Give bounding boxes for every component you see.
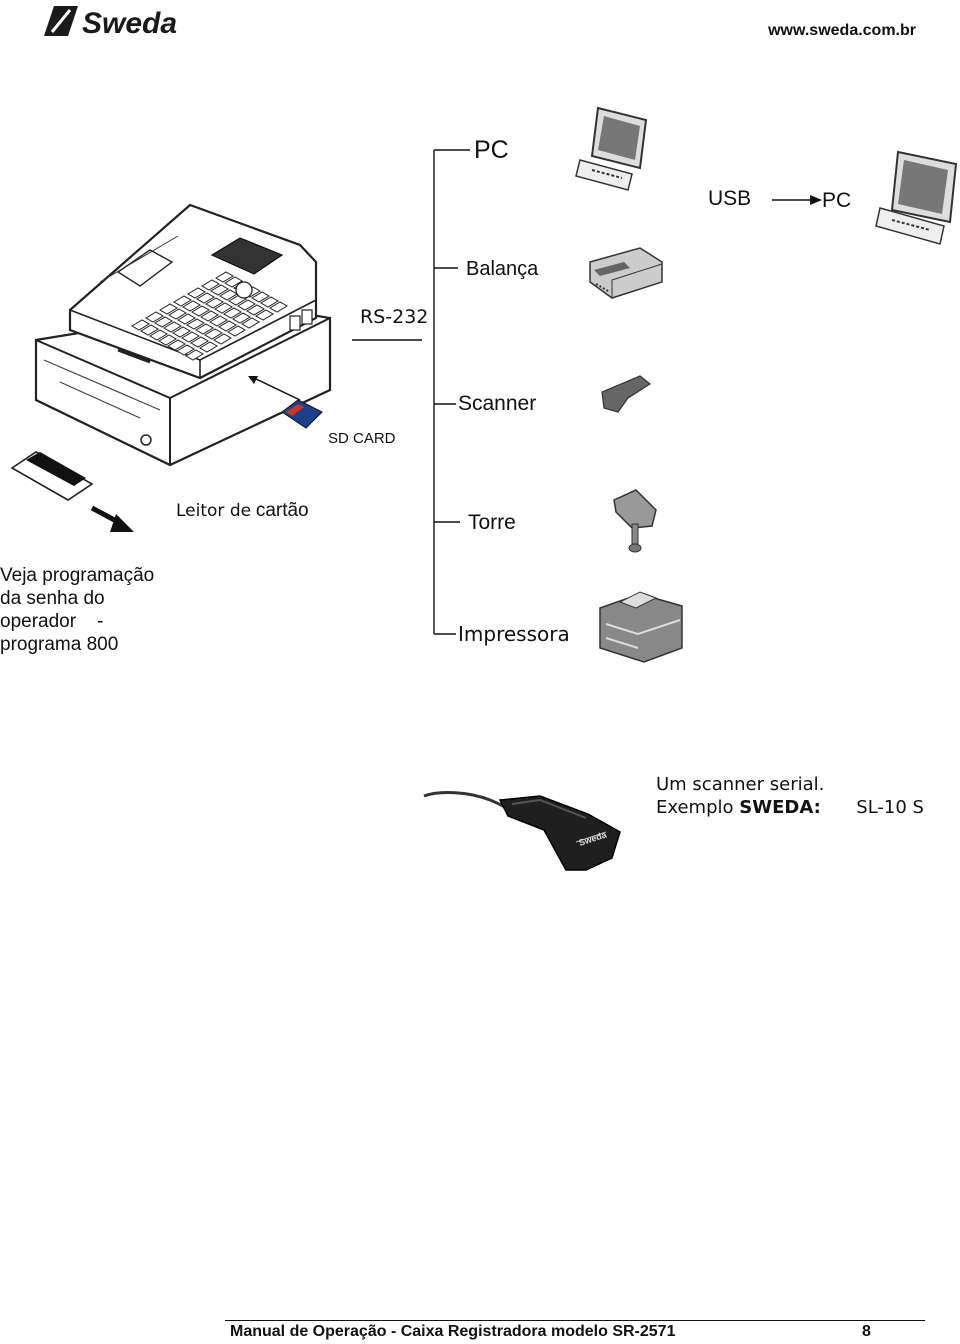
- card-reader-suffix: cartão: [255, 500, 309, 521]
- page-number: 8: [862, 1323, 871, 1340]
- card-reader-prefix: Leitor de: [176, 501, 252, 521]
- balanca-label: Balança: [466, 258, 539, 280]
- operator-password-note: Veja programação da senha do operador - …: [0, 564, 190, 656]
- impressora-label: Impressora: [458, 622, 570, 646]
- note-line: Veja programação: [0, 565, 155, 586]
- note-line: operador -: [0, 611, 104, 632]
- svg-text:Sweda: Sweda: [82, 7, 177, 40]
- scanner-model: SL-10 S: [856, 797, 924, 818]
- sweda-handheld-scanner-image: Sweda: [423, 791, 621, 871]
- caption-brand: SWEDA:: [739, 797, 821, 818]
- sd-card-label: SD CARD: [328, 430, 396, 447]
- caption-line: Um scanner serial.: [656, 774, 825, 795]
- rs232-label: RS-232: [360, 306, 429, 328]
- pc-label: PC: [474, 136, 509, 164]
- note-line: programa 800: [0, 634, 119, 655]
- pc-usb-label: PC: [822, 189, 852, 212]
- scanner-example-caption: Um scanner serial. Exemplo SWEDA: SL-10 …: [656, 773, 924, 819]
- footer-divider: [225, 1320, 925, 1321]
- torre-label: Torre: [468, 511, 516, 534]
- usb-label: USB: [708, 187, 752, 210]
- caption-prefix: Exemplo: [656, 797, 734, 818]
- printer-icon: [599, 591, 683, 663]
- pc-icon: [875, 150, 958, 245]
- card-reader-label: Leitor de cartão: [176, 500, 309, 522]
- magnetic-card-icon: [10, 451, 94, 501]
- scanner-icon: [601, 375, 652, 413]
- sweda-logo: Sweda: [40, 2, 200, 40]
- note-line: da senha do: [0, 588, 105, 609]
- footer-title: Manual de Operação - Caixa Registradora …: [230, 1323, 676, 1340]
- sd-card-icon: [281, 399, 323, 429]
- website-url[interactable]: www.sweda.com.br: [768, 22, 916, 39]
- scanner-label: Scanner: [458, 392, 537, 415]
- tower-display-icon: [613, 489, 657, 553]
- pc-icon: [575, 106, 648, 191]
- keypad-grid: [131, 271, 288, 361]
- caption-line: Exemplo SWEDA: SL-10 S: [656, 796, 924, 819]
- scale-icon: [589, 247, 663, 299]
